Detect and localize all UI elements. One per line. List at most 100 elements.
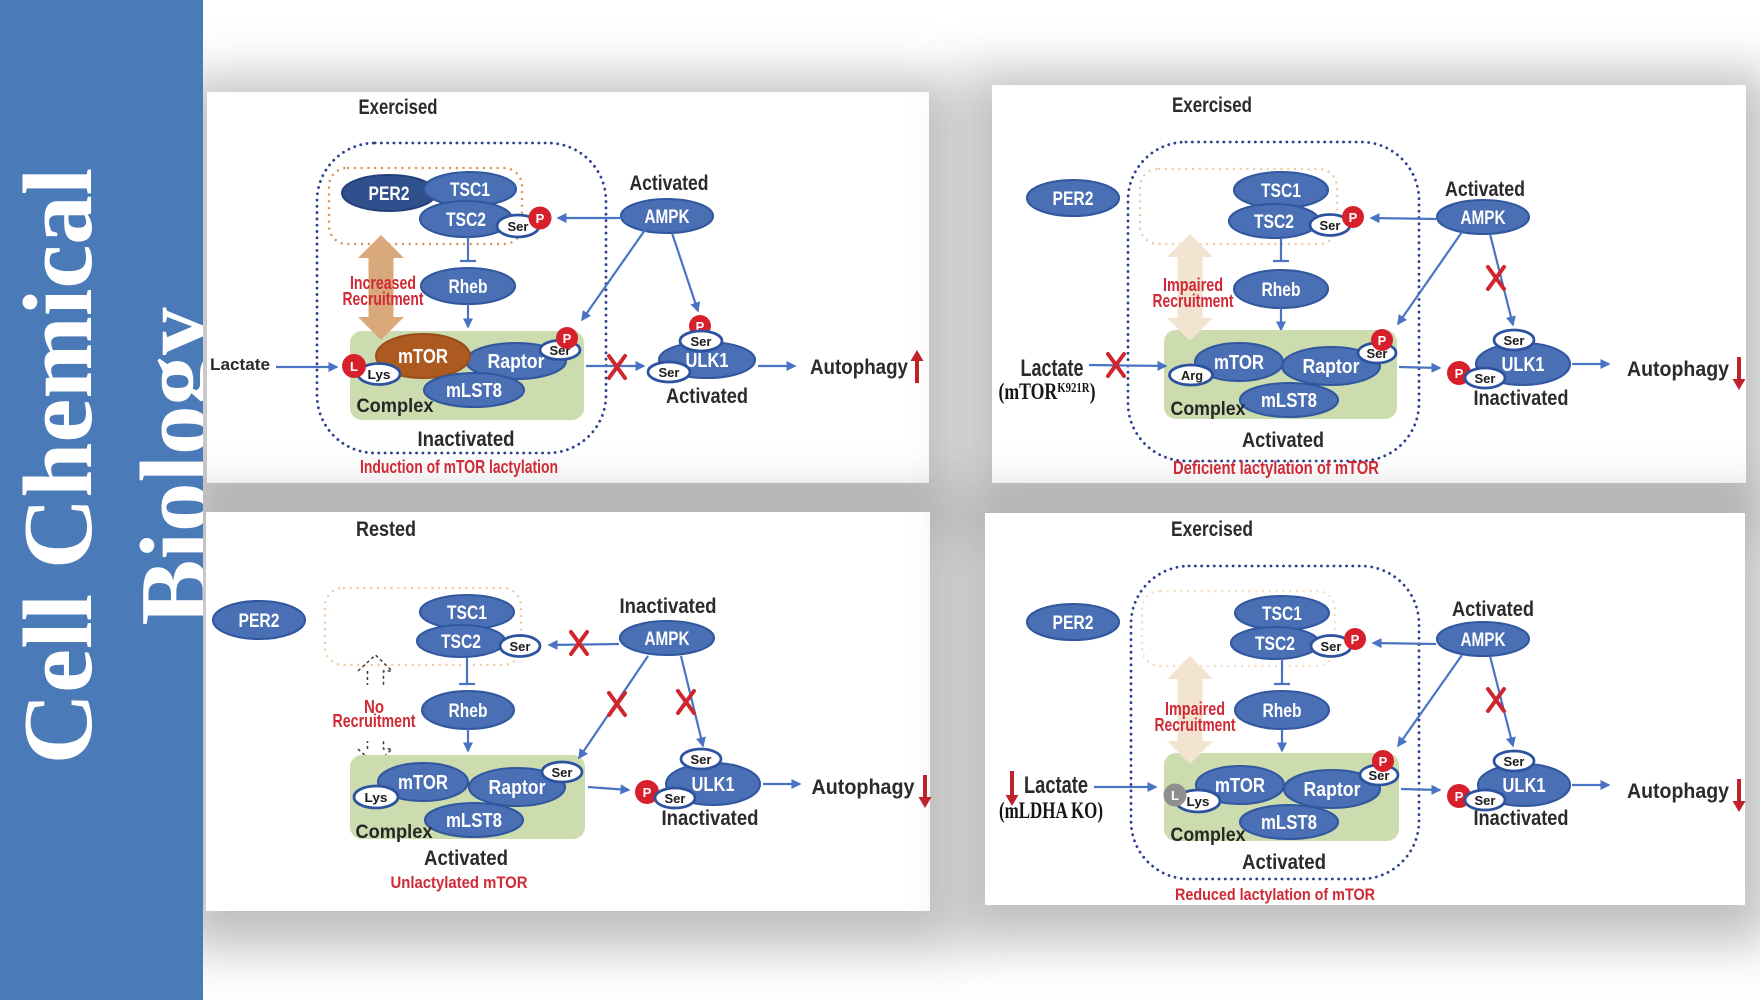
svg-text:P: P	[1351, 632, 1360, 647]
svg-text:Complex: Complex	[357, 396, 434, 417]
svg-text:Activated: Activated	[1242, 429, 1324, 452]
svg-text:Lactate: Lactate	[1021, 355, 1084, 382]
svg-text:(mLDHA KO): (mLDHA KO)	[999, 798, 1103, 823]
svg-text:Inactivated: Inactivated	[418, 428, 515, 451]
svg-text:P: P	[1349, 210, 1358, 225]
svg-text:ULK1: ULK1	[692, 774, 735, 796]
svg-text:Inactivated: Inactivated	[662, 807, 759, 830]
svg-text:Rheb: Rheb	[449, 701, 488, 722]
svg-text:AMPK: AMPK	[645, 207, 690, 228]
svg-text:P: P	[696, 319, 705, 334]
svg-text:Recruitment: Recruitment	[1153, 291, 1234, 311]
svg-text:mTOR: mTOR	[398, 346, 448, 368]
svg-text:Lys: Lys	[1187, 794, 1210, 809]
svg-text:Inactivated: Inactivated	[1474, 387, 1569, 410]
svg-text:Induction of mTOR lactylation: Induction of mTOR lactylation	[360, 457, 558, 477]
svg-text:mTOR: mTOR	[398, 772, 448, 794]
svg-text:mLST8: mLST8	[1261, 812, 1317, 834]
svg-text:Autophagy: Autophagy	[812, 776, 915, 799]
svg-text:P: P	[1455, 789, 1464, 804]
svg-text:Rested: Rested	[356, 518, 416, 541]
svg-text:TSC1: TSC1	[1261, 181, 1301, 202]
svg-text:No: No	[364, 697, 384, 717]
svg-text:PER2: PER2	[239, 611, 280, 632]
svg-text:Raptor: Raptor	[488, 351, 545, 373]
svg-text:Raptor: Raptor	[1303, 356, 1360, 378]
svg-text:Activated: Activated	[1445, 178, 1525, 201]
svg-text:Ser: Ser	[691, 334, 712, 349]
svg-text:Activated: Activated	[630, 172, 709, 195]
svg-text:Ser: Ser	[665, 791, 686, 806]
svg-text:Impaired: Impaired	[1165, 699, 1225, 719]
svg-text:Rheb: Rheb	[449, 277, 488, 298]
svg-text:PER2: PER2	[1053, 613, 1094, 634]
svg-text:Exercised: Exercised	[1172, 94, 1252, 117]
svg-text:Activated: Activated	[666, 385, 748, 408]
svg-text:Ser: Ser	[1475, 793, 1496, 808]
svg-text:Ser: Ser	[1504, 333, 1525, 348]
svg-text:Autophagy: Autophagy	[810, 356, 908, 379]
svg-text:AMPK: AMPK	[645, 629, 690, 650]
svg-text:Ser: Ser	[552, 765, 573, 780]
svg-text:Ser: Ser	[659, 365, 680, 380]
svg-text:Lactate: Lactate	[210, 355, 270, 374]
svg-text:Activated: Activated	[1242, 851, 1326, 874]
svg-text:L: L	[1171, 788, 1179, 803]
svg-text:ULK1: ULK1	[686, 350, 729, 372]
svg-text:P: P	[643, 785, 652, 800]
svg-text:Raptor: Raptor	[1304, 779, 1361, 801]
svg-text:Raptor: Raptor	[489, 777, 546, 799]
svg-text:Ser: Ser	[1320, 218, 1341, 233]
svg-text:Exercised: Exercised	[359, 96, 438, 119]
svg-text:PER2: PER2	[1053, 189, 1094, 210]
svg-text:Recruitment: Recruitment	[333, 711, 416, 731]
svg-text:P: P	[563, 331, 572, 346]
svg-text:Activated: Activated	[424, 847, 508, 870]
svg-text:P: P	[1379, 754, 1388, 769]
svg-text:Exercised: Exercised	[1171, 518, 1253, 541]
svg-text:Deficient lactylation of mTOR: Deficient lactylation of mTOR	[1173, 458, 1379, 478]
svg-text:mLST8: mLST8	[446, 810, 502, 832]
svg-text:PER2: PER2	[369, 184, 410, 205]
svg-text:AMPK: AMPK	[1461, 630, 1506, 651]
svg-text:Ser: Ser	[510, 639, 531, 654]
svg-text:Ser: Ser	[691, 752, 712, 767]
svg-text:Recruitment: Recruitment	[343, 289, 424, 309]
svg-text:Recruitment: Recruitment	[1155, 715, 1236, 735]
svg-text:Lys: Lys	[365, 790, 388, 805]
svg-text:Unlactylated mTOR: Unlactylated mTOR	[391, 873, 528, 892]
svg-text:Ser: Ser	[1504, 754, 1525, 769]
svg-text:P: P	[1378, 333, 1387, 348]
svg-text:mTOR: mTOR	[1215, 775, 1265, 797]
svg-text:Increased: Increased	[350, 273, 416, 293]
svg-text:TSC2: TSC2	[1254, 212, 1294, 233]
svg-text:Lys: Lys	[368, 367, 391, 382]
svg-text:Complex: Complex	[356, 822, 433, 843]
svg-text:Rheb: Rheb	[1263, 701, 1302, 722]
svg-text:Reduced lactylation of mTOR: Reduced lactylation of mTOR	[1175, 885, 1375, 904]
svg-text:P: P	[1455, 366, 1464, 381]
svg-text:P: P	[536, 211, 545, 226]
svg-text:TSC2: TSC2	[446, 210, 486, 231]
svg-text:ULK1: ULK1	[1502, 354, 1545, 376]
svg-text:AMPK: AMPK	[1461, 208, 1506, 229]
svg-text:mTOR: mTOR	[1214, 352, 1264, 374]
svg-text:Impaired: Impaired	[1163, 275, 1223, 295]
svg-text:TSC2: TSC2	[441, 632, 481, 653]
svg-text:Ser: Ser	[1321, 639, 1342, 654]
svg-text:Inactivated: Inactivated	[1474, 807, 1569, 830]
svg-text:Complex: Complex	[1171, 825, 1246, 846]
svg-text:TSC1: TSC1	[1262, 604, 1302, 625]
svg-text:L: L	[350, 359, 358, 374]
svg-text:Lactate: Lactate	[1024, 772, 1088, 799]
svg-text:Autophagy: Autophagy	[1627, 358, 1729, 381]
svg-text:Ser: Ser	[508, 219, 529, 234]
svg-text:Activated: Activated	[1452, 598, 1534, 621]
svg-text:Autophagy: Autophagy	[1627, 780, 1729, 803]
svg-text:Complex: Complex	[1171, 399, 1246, 420]
svg-text:mLST8: mLST8	[1261, 390, 1317, 412]
svg-text:TSC1: TSC1	[447, 603, 487, 624]
svg-text:Arg: Arg	[1181, 368, 1203, 383]
svg-text:TSC2: TSC2	[1255, 634, 1295, 655]
svg-text:mLST8: mLST8	[446, 380, 502, 402]
